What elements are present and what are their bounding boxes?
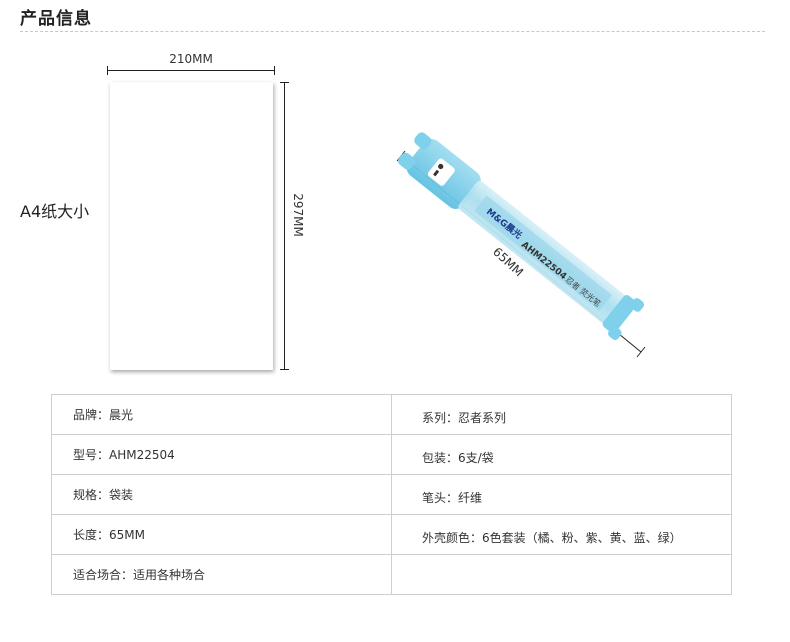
spec-length: 长度：65MM bbox=[51, 514, 392, 555]
paper-width-label: 210MM bbox=[169, 52, 213, 66]
a4-paper-illustration bbox=[110, 82, 273, 370]
paper-width-dimension-line bbox=[107, 66, 275, 75]
ninja-eye-icon bbox=[438, 163, 444, 170]
a4-size-label: A4纸大小 bbox=[20, 202, 90, 221]
table-row: 品牌：晨光 系列：忍者系列 bbox=[51, 394, 732, 435]
table-row: 型号：AHM22504 包装：6支/袋 bbox=[51, 434, 732, 475]
spec-format: 规格：袋装 bbox=[51, 474, 392, 515]
spec-packaging: 包装：6支/袋 bbox=[391, 434, 732, 475]
spec-tip: 笔头：纤维 bbox=[391, 474, 732, 515]
table-row: 长度：65MM 外壳颜色：6色套装（橘、粉、紫、黄、蓝、绿） bbox=[51, 514, 732, 555]
spec-table: 品牌：晨光 系列：忍者系列 型号：AHM22504 包装：6支/袋 规格：袋装 … bbox=[51, 394, 732, 595]
spec-model: 型号：AHM22504 bbox=[51, 434, 392, 475]
paper-height-dimension-line bbox=[280, 82, 289, 370]
paper-height-label: 297MM bbox=[291, 193, 305, 237]
spec-series: 系列：忍者系列 bbox=[391, 394, 732, 435]
title-divider bbox=[20, 31, 765, 32]
spec-occasion: 适合场合：适用各种场合 bbox=[51, 554, 392, 595]
spec-empty bbox=[391, 554, 732, 595]
spec-brand: 品牌：晨光 bbox=[51, 394, 392, 435]
spec-shell-color: 外壳颜色：6色套装（橘、粉、紫、黄、蓝、绿） bbox=[391, 514, 732, 555]
section-title: 产品信息 bbox=[20, 9, 92, 29]
highlighter-pen-image: M&G晨光 AHM22504 忍者 荧光笔 bbox=[396, 132, 646, 358]
table-row: 规格：袋装 笔头：纤维 bbox=[51, 474, 732, 515]
table-row: 适合场合：适用各种场合 bbox=[51, 554, 732, 595]
